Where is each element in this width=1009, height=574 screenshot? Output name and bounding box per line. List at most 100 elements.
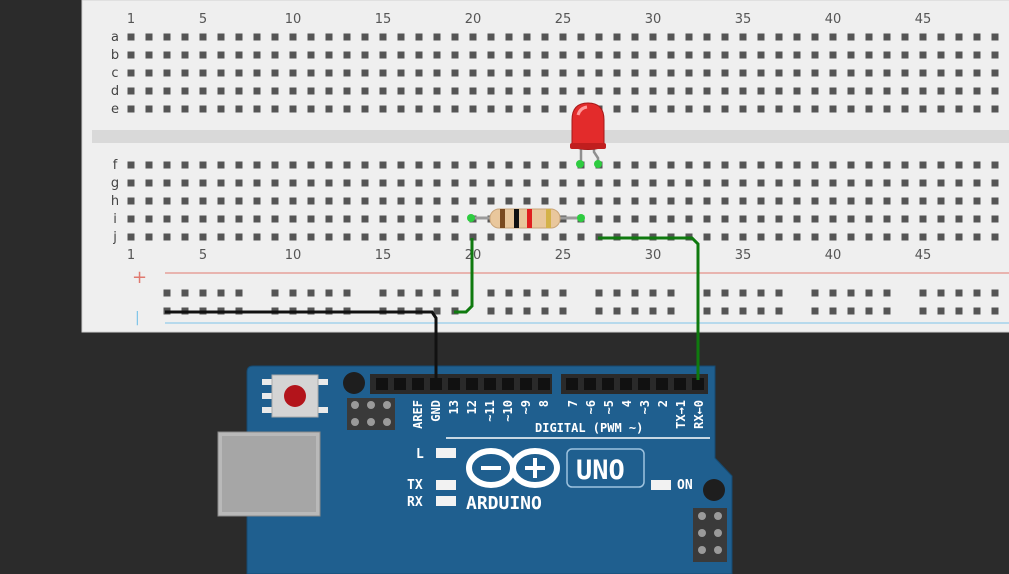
breadboard-hole[interactable] — [775, 233, 783, 241]
breadboard-hole[interactable] — [775, 179, 783, 187]
rail-hole[interactable] — [397, 289, 405, 297]
breadboard-hole[interactable] — [757, 87, 765, 95]
breadboard-hole[interactable] — [145, 161, 153, 169]
breadboard-hole[interactable] — [289, 233, 297, 241]
breadboard-hole[interactable] — [307, 51, 315, 59]
breadboard-hole[interactable] — [793, 179, 801, 187]
breadboard-hole[interactable] — [415, 33, 423, 41]
breadboard-hole[interactable] — [541, 105, 549, 113]
breadboard-hole[interactable] — [811, 69, 819, 77]
breadboard-hole[interactable] — [235, 161, 243, 169]
breadboard-hole[interactable] — [523, 51, 531, 59]
header-socket[interactable] — [412, 378, 424, 390]
breadboard-hole[interactable] — [523, 197, 531, 205]
breadboard-hole[interactable] — [415, 197, 423, 205]
breadboard-hole[interactable] — [217, 87, 225, 95]
breadboard-hole[interactable] — [325, 51, 333, 59]
breadboard-hole[interactable] — [973, 105, 981, 113]
breadboard-hole[interactable] — [361, 215, 369, 223]
breadboard-hole[interactable] — [631, 161, 639, 169]
breadboard-hole[interactable] — [667, 51, 675, 59]
breadboard-hole[interactable] — [811, 105, 819, 113]
breadboard-hole[interactable] — [739, 105, 747, 113]
rail-hole[interactable] — [289, 289, 297, 297]
breadboard-hole[interactable] — [361, 87, 369, 95]
breadboard-hole[interactable] — [271, 87, 279, 95]
breadboard-hole[interactable] — [685, 69, 693, 77]
breadboard-hole[interactable] — [667, 105, 675, 113]
breadboard-hole[interactable] — [811, 197, 819, 205]
breadboard-hole[interactable] — [487, 179, 495, 187]
breadboard-hole[interactable] — [379, 33, 387, 41]
breadboard-hole[interactable] — [937, 197, 945, 205]
breadboard-hole[interactable] — [721, 105, 729, 113]
breadboard-hole[interactable] — [361, 197, 369, 205]
breadboard-hole[interactable] — [505, 161, 513, 169]
breadboard-hole[interactable] — [685, 87, 693, 95]
rail-hole[interactable] — [775, 289, 783, 297]
breadboard-hole[interactable] — [901, 87, 909, 95]
breadboard-hole[interactable] — [595, 33, 603, 41]
breadboard-hole[interactable] — [559, 33, 567, 41]
breadboard-hole[interactable] — [973, 69, 981, 77]
breadboard-hole[interactable] — [649, 105, 657, 113]
breadboard-hole[interactable] — [487, 105, 495, 113]
breadboard-hole[interactable] — [235, 33, 243, 41]
breadboard-hole[interactable] — [991, 87, 999, 95]
breadboard-hole[interactable] — [325, 197, 333, 205]
breadboard-hole[interactable] — [433, 215, 441, 223]
breadboard-hole[interactable] — [955, 33, 963, 41]
breadboard-hole[interactable] — [829, 197, 837, 205]
rail-hole[interactable] — [955, 289, 963, 297]
breadboard-hole[interactable] — [955, 87, 963, 95]
breadboard-hole[interactable] — [379, 51, 387, 59]
breadboard-hole[interactable] — [469, 197, 477, 205]
breadboard-hole[interactable] — [361, 105, 369, 113]
breadboard-hole[interactable] — [325, 161, 333, 169]
breadboard-hole[interactable] — [235, 51, 243, 59]
rail-hole[interactable] — [217, 289, 225, 297]
breadboard-hole[interactable] — [703, 51, 711, 59]
breadboard-hole[interactable] — [577, 87, 585, 95]
breadboard-hole[interactable] — [595, 179, 603, 187]
breadboard-hole[interactable] — [523, 233, 531, 241]
breadboard-hole[interactable] — [415, 69, 423, 77]
rail-hole[interactable] — [235, 289, 243, 297]
breadboard-hole[interactable] — [901, 215, 909, 223]
rail-hole[interactable] — [973, 289, 981, 297]
breadboard-hole[interactable] — [307, 215, 315, 223]
breadboard-hole[interactable] — [991, 197, 999, 205]
breadboard-hole[interactable] — [415, 105, 423, 113]
breadboard-hole[interactable] — [541, 179, 549, 187]
breadboard-hole[interactable] — [163, 197, 171, 205]
breadboard-hole[interactable] — [469, 105, 477, 113]
breadboard-hole[interactable] — [613, 69, 621, 77]
breadboard-hole[interactable] — [397, 51, 405, 59]
breadboard-hole[interactable] — [541, 69, 549, 77]
breadboard-hole[interactable] — [523, 161, 531, 169]
breadboard-hole[interactable] — [163, 179, 171, 187]
breadboard-hole[interactable] — [793, 69, 801, 77]
breadboard-hole[interactable] — [307, 105, 315, 113]
header-socket[interactable] — [638, 378, 650, 390]
breadboard-hole[interactable] — [667, 179, 675, 187]
rail-hole[interactable] — [379, 289, 387, 297]
rail-hole[interactable] — [415, 289, 423, 297]
breadboard-hole[interactable] — [595, 215, 603, 223]
breadboard-hole[interactable] — [307, 69, 315, 77]
breadboard-hole[interactable] — [451, 161, 459, 169]
breadboard-hole[interactable] — [415, 215, 423, 223]
breadboard-hole[interactable] — [775, 69, 783, 77]
breadboard-hole[interactable] — [955, 215, 963, 223]
wire-green-rail[interactable] — [454, 238, 474, 314]
breadboard-hole[interactable] — [559, 87, 567, 95]
breadboard-hole[interactable] — [433, 197, 441, 205]
breadboard-hole[interactable] — [433, 233, 441, 241]
rail-hole[interactable] — [811, 307, 819, 315]
breadboard-hole[interactable] — [955, 161, 963, 169]
breadboard-hole[interactable] — [613, 87, 621, 95]
breadboard-hole[interactable] — [235, 179, 243, 187]
breadboard-hole[interactable] — [631, 69, 639, 77]
breadboard-hole[interactable] — [253, 179, 261, 187]
